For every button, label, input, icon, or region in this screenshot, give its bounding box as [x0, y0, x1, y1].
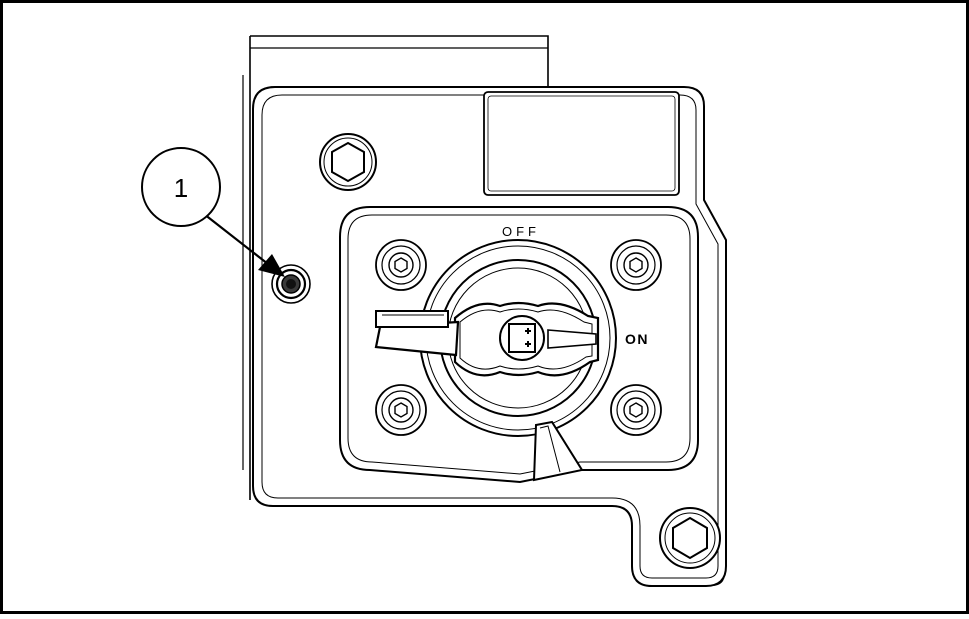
label-plate — [483, 91, 680, 196]
callout-leader — [203, 213, 285, 277]
switch-off-label: OFF — [502, 224, 540, 239]
arrowhead-icon — [258, 254, 285, 277]
mounting-bracket — [242, 35, 549, 500]
mounting-screw-bottom-left — [375, 384, 427, 436]
mounting-screw-top-right — [610, 239, 662, 291]
dial-pointer-tab — [532, 420, 584, 482]
switch-handle — [374, 301, 600, 377]
hex-bolt-bottom — [659, 507, 721, 569]
mounting-screw-top-left — [375, 239, 427, 291]
mounting-screw-bottom-right — [610, 384, 662, 436]
hex-bolt-top — [319, 133, 377, 191]
callout-balloon: 1 — [141, 147, 221, 227]
switch-on-label: ON — [625, 331, 649, 347]
callout-number: 1 — [174, 173, 188, 203]
